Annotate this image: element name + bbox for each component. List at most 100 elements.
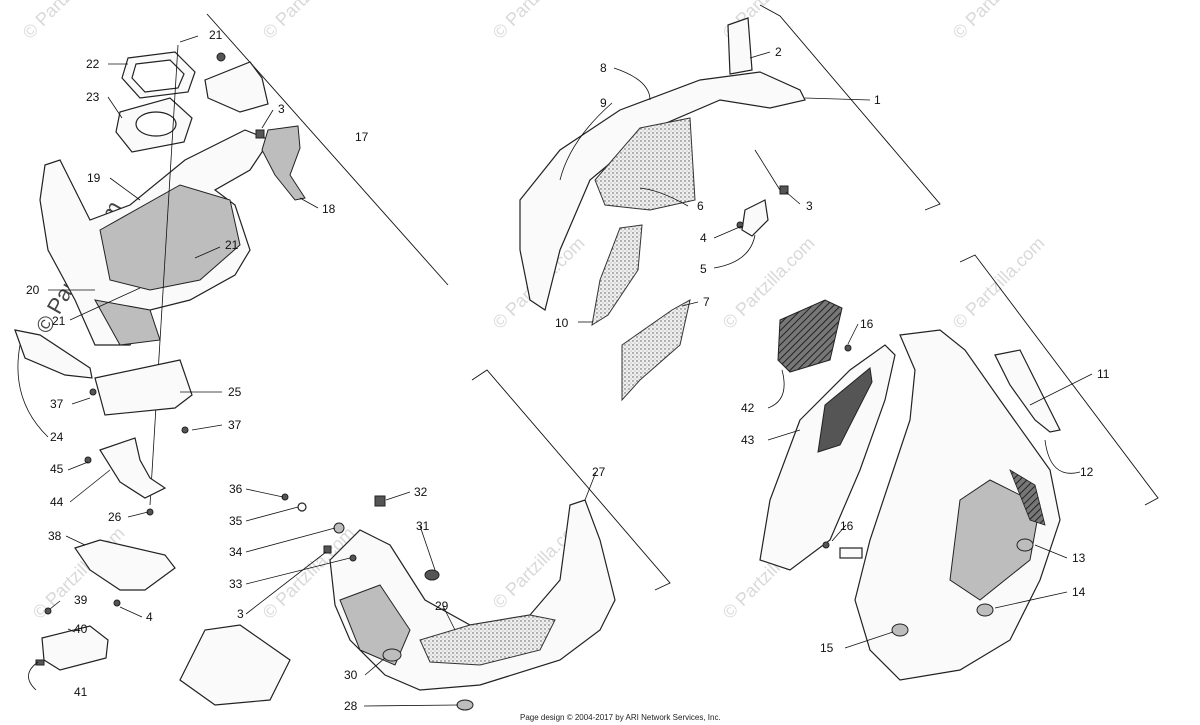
callout-40: 40 (74, 622, 88, 636)
front-bracket (179, 624, 291, 706)
callout-35: 35 (229, 514, 243, 528)
callout-29: 29 (435, 599, 449, 613)
strip-18 (261, 125, 306, 201)
leader-lines (17, 35, 1093, 707)
plate-23-hole (135, 111, 177, 137)
callout-4: 4 (146, 610, 153, 624)
brace (754, 149, 781, 191)
callout-16: 16 (840, 519, 854, 533)
callout-44: 44 (50, 495, 64, 509)
callout-36: 36 (229, 482, 243, 496)
screw-16a (844, 344, 852, 352)
callout-39: 39 (74, 593, 88, 607)
callout-16: 16 (860, 317, 874, 331)
callout-30: 30 (344, 668, 358, 682)
piece-7 (621, 299, 691, 402)
callout-6: 6 (697, 199, 704, 213)
callout-34: 34 (229, 545, 243, 559)
callout-32: 32 (414, 485, 428, 499)
callout-10: 10 (555, 316, 569, 330)
right-assembly (759, 299, 1061, 681)
callout-31: 31 (416, 519, 430, 533)
callout-41: 41 (74, 685, 88, 699)
callout-3: 3 (237, 607, 244, 621)
bracket-27 (471, 369, 671, 591)
callout-20: 20 (26, 283, 40, 297)
screw-16b (822, 541, 830, 549)
bottom-center-assembly (179, 493, 616, 711)
cover-38 (74, 539, 176, 591)
bracket-top (204, 61, 269, 113)
callout-labels: 21 22 23 3 17 19 18 21 20 21 37 25 37 24… (26, 28, 1110, 713)
clip-3-bottom (323, 545, 332, 554)
watermark-text: © Partzilla.com (489, 0, 589, 43)
group-brackets (206, 4, 1159, 591)
nut-small (216, 52, 226, 62)
top-center-assembly (519, 17, 806, 402)
callout-9: 9 (600, 96, 607, 110)
clip-16b (839, 547, 863, 559)
panel-6 (594, 117, 696, 211)
bracket-1 (759, 4, 941, 211)
strip-2 (727, 17, 753, 75)
screw-4 (113, 599, 121, 607)
badge-13 (1016, 538, 1034, 552)
screw-37b (181, 426, 189, 434)
plate-25 (94, 359, 193, 416)
belly-pan-29-panel (419, 614, 556, 666)
callout-5: 5 (700, 262, 707, 276)
callout-8: 8 (600, 61, 607, 75)
screw-33 (349, 554, 357, 562)
callout-28: 28 (344, 699, 358, 713)
console-17-recess (99, 184, 241, 291)
hood-11-mesh (1009, 469, 1046, 526)
clip-32 (374, 495, 386, 507)
badge-15 (891, 623, 909, 637)
callout-37: 37 (228, 418, 242, 432)
rod (149, 44, 179, 506)
plug-30 (382, 648, 402, 662)
left-assembly (14, 44, 306, 671)
callout-19: 19 (87, 171, 101, 185)
side-piece-24 (14, 329, 93, 379)
callout-17: 17 (355, 130, 369, 144)
callout-18: 18 (322, 202, 336, 216)
callout-33: 33 (229, 577, 243, 591)
piece-10 (591, 224, 643, 327)
screw-39 (44, 607, 52, 615)
callout-12: 12 (1080, 465, 1094, 479)
callout-42: 42 (741, 401, 755, 415)
vent-43 (817, 367, 873, 453)
callout-25: 25 (228, 385, 242, 399)
watermark-text: © Partzilla.com (949, 233, 1049, 333)
callout-26: 26 (108, 510, 122, 524)
belly-pan-side (339, 584, 411, 666)
plug-28 (456, 699, 474, 711)
callout-43: 43 (741, 433, 755, 447)
callout-14: 14 (1072, 585, 1086, 599)
callout-21: 21 (209, 28, 223, 42)
callout-27: 27 (592, 465, 606, 479)
bracket-11 (959, 254, 1159, 506)
watermark-text: © Partzilla.com (19, 0, 119, 43)
callout-2: 2 (775, 45, 782, 59)
callout-45: 45 (50, 462, 64, 476)
hood-11-vent (949, 479, 1041, 601)
callout-38: 38 (48, 529, 62, 543)
bracket-44 (99, 437, 167, 499)
clip-3 (255, 129, 265, 139)
callout-4: 4 (700, 231, 707, 245)
watermark-text: © Partzilla.com (259, 0, 359, 43)
grille-42 (777, 299, 843, 373)
callout-37: 37 (50, 397, 64, 411)
callout-3: 3 (806, 199, 813, 213)
hood-11 (854, 329, 1061, 681)
callout-23: 23 (86, 90, 100, 104)
gasket-22-inner (131, 59, 185, 93)
callout-7: 7 (703, 295, 710, 309)
grommet-31 (424, 569, 440, 581)
clip-41 (35, 659, 45, 666)
callout-21: 21 (225, 238, 239, 252)
windshield-12 (994, 349, 1061, 433)
